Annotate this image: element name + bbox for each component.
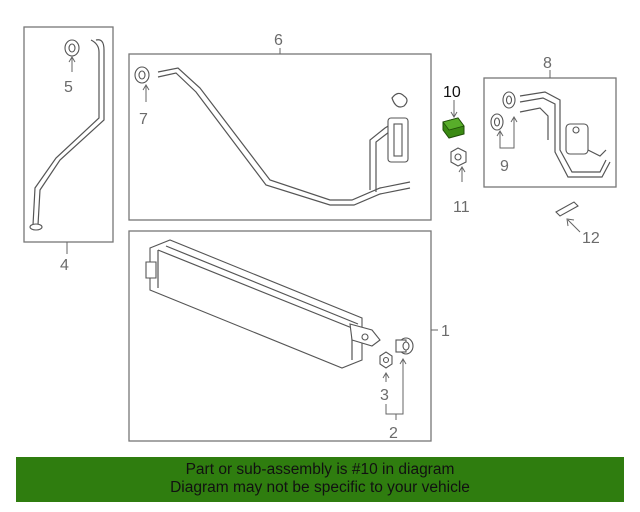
callout-9: 9	[500, 158, 509, 175]
part-1-cooler[interactable]	[145, 239, 381, 369]
part-11-nut[interactable]	[450, 147, 467, 167]
part-9-seal-b[interactable]	[490, 113, 504, 131]
part-7-seal[interactable]	[134, 66, 150, 84]
banner-line-2: Diagram may not be specific to your vehi…	[170, 479, 470, 496]
callout-11: 11	[453, 199, 470, 216]
part-3-seal[interactable]	[379, 351, 393, 369]
part-5-seal[interactable]	[64, 39, 80, 57]
group-4-frame	[23, 26, 114, 243]
part-6-pipe[interactable]	[157, 67, 411, 206]
part-4-tube[interactable]	[29, 39, 105, 231]
group-box-6: 6 7	[128, 32, 432, 221]
group-box-4: 5 4	[23, 26, 114, 274]
part-9-seal-a[interactable]	[502, 91, 516, 109]
group-1-frame	[128, 230, 432, 442]
callout-3: 3	[380, 387, 389, 404]
part-8-fittings[interactable]	[519, 91, 611, 178]
part-2-fitting[interactable]	[395, 337, 414, 355]
callout-8: 8	[543, 55, 552, 72]
callout-12: 12	[582, 230, 600, 247]
part-7-leader	[142, 84, 150, 102]
part-10-leader	[450, 100, 458, 118]
callout-1: 1	[441, 323, 450, 340]
group-6-frame	[128, 53, 432, 221]
group-box-1: 1 3 2	[128, 230, 450, 442]
info-banner: Part or sub-assembly is #10 in diagram D…	[16, 457, 624, 502]
callout-10: 10	[443, 84, 461, 101]
part-3-leader	[382, 372, 390, 382]
part-12-clip[interactable]	[555, 201, 579, 217]
callout-2: 2	[389, 425, 398, 442]
part-2-leader	[385, 358, 407, 420]
part-12-leader	[566, 218, 581, 233]
part-10-highlight[interactable]	[442, 117, 465, 139]
callout-6: 6	[274, 32, 283, 49]
group-box-8: 8 9	[483, 55, 617, 188]
parts-diagram: 5 4 6 7 10 11	[23, 26, 617, 442]
banner-line-1: Part or sub-assembly is #10 in diagram	[185, 461, 455, 478]
callout-7: 7	[139, 111, 148, 128]
callout-5: 5	[64, 79, 73, 96]
part-5-leader	[68, 56, 76, 72]
part-9-leader	[496, 116, 518, 149]
part-11-leader	[458, 166, 466, 182]
callout-4: 4	[60, 257, 69, 274]
